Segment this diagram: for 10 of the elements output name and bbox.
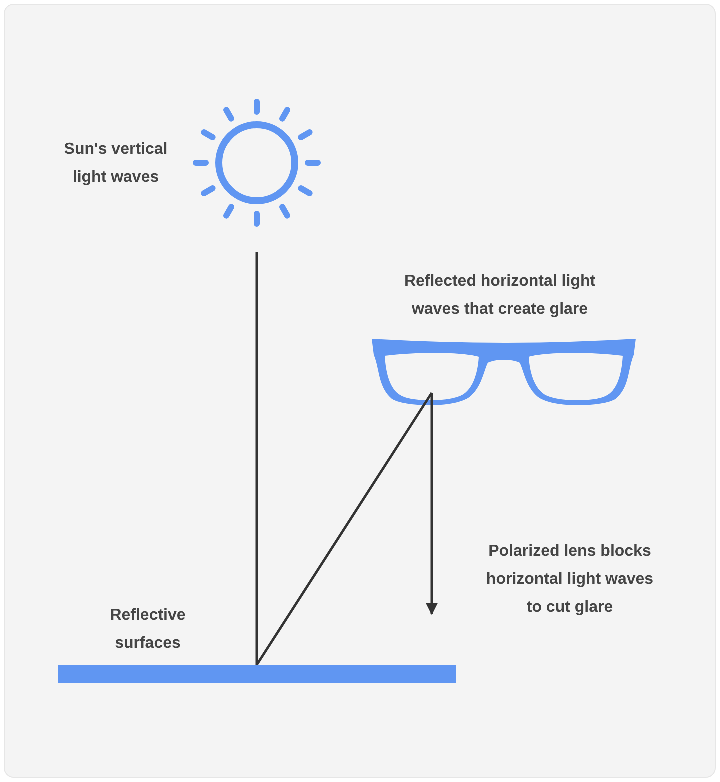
glasses-icon — [372, 339, 636, 407]
note: Polarized lens blocks horizontal light waves to cut glare — [485, 542, 655, 618]
node-label: Sun's vertical light waves — [63, 140, 169, 188]
surface-bar — [58, 665, 456, 683]
sun-icon — [190, 96, 324, 230]
arrow — [426, 393, 438, 616]
light-ray-line — [256, 252, 258, 665]
reflected-ray-line — [256, 392, 434, 666]
node-label: Reflective surfaces — [109, 606, 187, 654]
node-label: Reflected horizontal light waves that create glare — [403, 272, 597, 320]
